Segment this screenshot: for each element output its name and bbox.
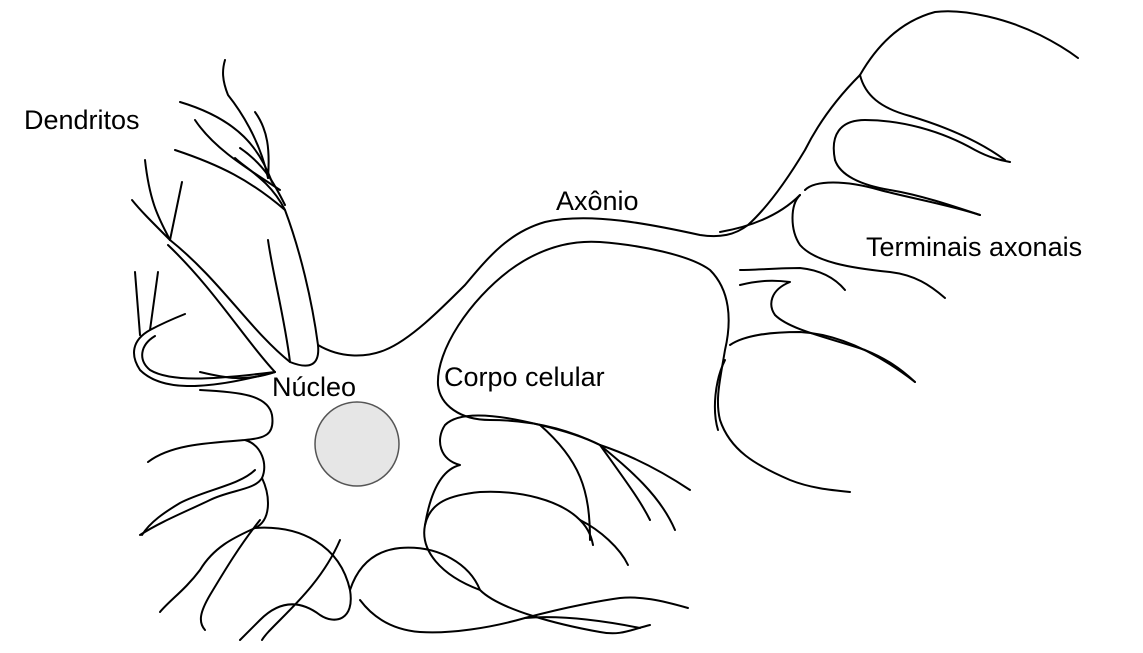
nucleus-circle bbox=[315, 402, 399, 486]
axon-terminal bbox=[805, 183, 980, 216]
axon-terminal bbox=[860, 75, 1005, 160]
neuron-outline bbox=[132, 11, 1078, 640]
dendrite-branch bbox=[135, 272, 140, 335]
axon-terminal bbox=[740, 281, 915, 382]
dendrite-bottom-center bbox=[350, 548, 650, 634]
dendrite-branch bbox=[150, 272, 158, 330]
left-dendrite-loop-inner bbox=[142, 336, 275, 379]
axon-terminal bbox=[860, 11, 1078, 75]
dendrite-branch bbox=[600, 445, 675, 530]
axon-terminal bbox=[740, 268, 845, 290]
label-nucleus: Núcleo bbox=[272, 372, 356, 402]
label-axon-terminals: Terminais axonais bbox=[866, 232, 1082, 262]
label-cell-body: Corpo celular bbox=[444, 362, 605, 392]
label-dendrites: Dendritos bbox=[24, 105, 140, 135]
dendrite-bottom-loop bbox=[240, 528, 351, 640]
cell-body-left-edge bbox=[148, 390, 273, 462]
dendrite-right-lower bbox=[424, 492, 593, 590]
dendrite-branch bbox=[132, 200, 170, 240]
axon-terminal bbox=[835, 160, 980, 215]
dendrite-branch bbox=[170, 182, 182, 240]
dendrite-branch bbox=[600, 445, 690, 490]
dendrite-bottom-loop-inner bbox=[262, 540, 340, 640]
dendrite-left-2 bbox=[140, 440, 264, 535]
dendrite-right-upper bbox=[425, 416, 600, 525]
dendrite-left-3-inner bbox=[201, 520, 260, 630]
dendrite-right-lower-2 bbox=[580, 520, 628, 565]
axon-terminal bbox=[834, 120, 1010, 162]
upper-dendrite-inner bbox=[168, 245, 275, 378]
dendrite-branch bbox=[268, 240, 290, 362]
axon-terminal bbox=[730, 332, 915, 382]
label-axon: Axônio bbox=[556, 186, 639, 216]
